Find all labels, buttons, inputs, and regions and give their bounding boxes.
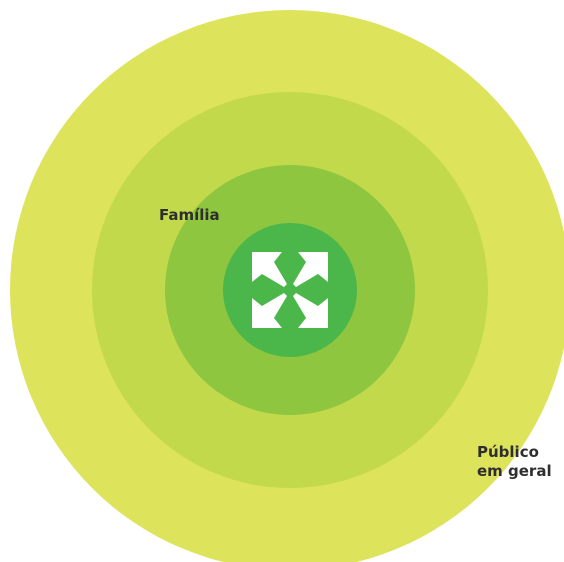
label-publico-line1: Público (477, 443, 539, 461)
expand-arrows-icon (252, 252, 328, 328)
label-publico-line2: em geral (477, 462, 552, 480)
label-familia: Família (159, 206, 220, 224)
core-circle (223, 223, 357, 357)
